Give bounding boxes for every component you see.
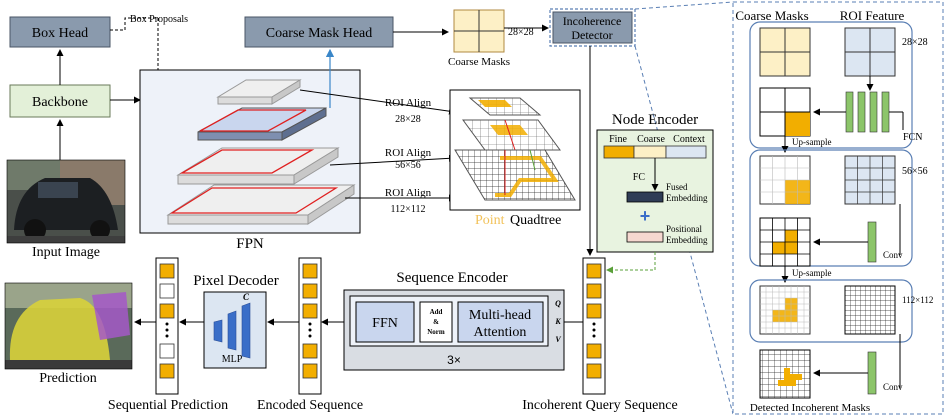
coarse-masks-label: Coarse Masks [448,56,510,68]
pixel-decoder-title: Pixel Decoder [193,273,278,289]
fpn-label: FPN [236,236,264,252]
roi-align-arrow-1 [299,89,456,115]
mha-label-1: Multi-head [469,308,531,323]
fine-label: Fine [609,134,627,145]
prediction-label: Prediction [39,371,97,386]
roi-size-label-1: 28×28 [395,114,421,125]
sequential-prediction-label: Sequential Prediction [108,398,228,413]
roi-size-label-3: 112×112 [391,204,426,215]
box-head-block: Box Head [9,16,111,48]
panel-conv-1-label: Conv [883,250,903,260]
positional-label-2: Embedding [666,235,708,245]
incoherence-detector-block: Incoherence Detector [549,8,636,47]
context-label: Context [673,134,705,145]
sequential-prediction [155,257,179,395]
quadtree-label: Quadtree [510,213,561,228]
panel-size-112-label: 112×112 [902,295,933,305]
node-encoder-link [606,252,656,274]
k-label: K [554,317,561,326]
coarse-label: Coarse [637,134,665,145]
roi-align-label-3: ROI Align [385,187,432,199]
node-encoder-panel: Fine Coarse Context FC Fused Embedding +… [596,129,714,253]
fused-label-1: Fused [666,182,688,192]
input-image-label: Input Image [32,245,100,260]
amp-label: & [433,318,439,326]
ffn-block [355,301,415,343]
encoded-sequence [298,257,322,395]
box-proposals-label: Box Proposals [130,14,188,25]
add-label: Add [430,308,443,316]
prediction-image [4,282,133,370]
roi-align-label-2: ROI Align [385,147,432,159]
fine-feature-bar [603,145,635,159]
pixel-decoder-panel: C MLP [203,291,267,369]
roi-align-label-1: ROI Align [385,97,432,109]
node-encoder-title: Node Encoder [612,112,698,128]
point-quadtree [449,89,581,211]
backbone-label: Backbone [32,95,88,110]
mha-label-2: Attention [474,325,527,340]
point-label: Point [475,213,505,228]
roi-align-arrow-2 [329,154,456,166]
encoded-sequence-label: Encoded Sequence [257,398,363,413]
sequence-encoder-panel: FFN Add & Norm Multi-head Attention Q K … [343,289,565,371]
input-image [6,159,126,244]
incoherent-query-sequence-label: Incoherent Query Sequence [522,398,677,413]
panel-size-56-label: 56×56 [902,166,928,177]
v-label: V [555,335,561,344]
ffn-label: FFN [372,316,398,331]
mlp-label: MLP [222,354,243,365]
multihead-attention-block [457,301,544,343]
box-proposals-line [110,17,159,118]
panel-roi-feature-label: ROI Feature [840,8,905,23]
coarse-mask-size-label: 28×28 [508,27,534,38]
panel-detected-label: Detected Incoherent Masks [750,402,870,414]
coarse-feature-bar [633,145,667,159]
q-label: Q [555,299,561,308]
roi-size-label-2: 56×56 [395,160,421,171]
coarse-mask-head-block: Coarse Mask Head [244,16,394,48]
panel-coarse-masks-label: Coarse Masks [735,8,808,23]
panel-upsample-2-label: Up-sample [792,268,832,278]
sequence-encoder-title: Sequence Encoder [396,270,507,286]
coarse-mask-head-label: Coarse Mask Head [266,26,373,41]
panel-conv-2-label: Conv [883,382,903,392]
incoherence-detector-label-2: Detector [571,28,612,42]
add-norm-block [419,301,453,343]
norm-label: Norm [427,328,445,336]
detector-detail-panel: Coarse Masks ROI Feature 28×28 FCN Up-sa… [732,1,944,415]
coarse-mask-grid [453,9,505,53]
incoherent-query-sequence [582,257,606,395]
fc-label: FC [633,172,646,183]
backbone-block: Backbone [9,84,111,118]
c-label: C [243,292,250,302]
repeat-label: 3× [447,353,461,367]
panel-fcn-label: FCN [903,132,922,143]
box-head-label: Box Head [32,26,88,41]
incoherence-detector-label-1: Incoherence [563,14,622,28]
fpn-panel [139,69,361,234]
fused-embedding-bar [626,191,664,203]
fused-label-2: Embedding [666,193,708,203]
positional-embedding-bar [626,231,664,243]
panel-size-28-label: 28×28 [902,37,928,48]
plus-icon: + [640,206,651,226]
panel-upsample-1-label: Up-sample [792,137,832,147]
context-feature-bar [665,145,707,159]
positional-label-1: Positional [666,224,703,234]
